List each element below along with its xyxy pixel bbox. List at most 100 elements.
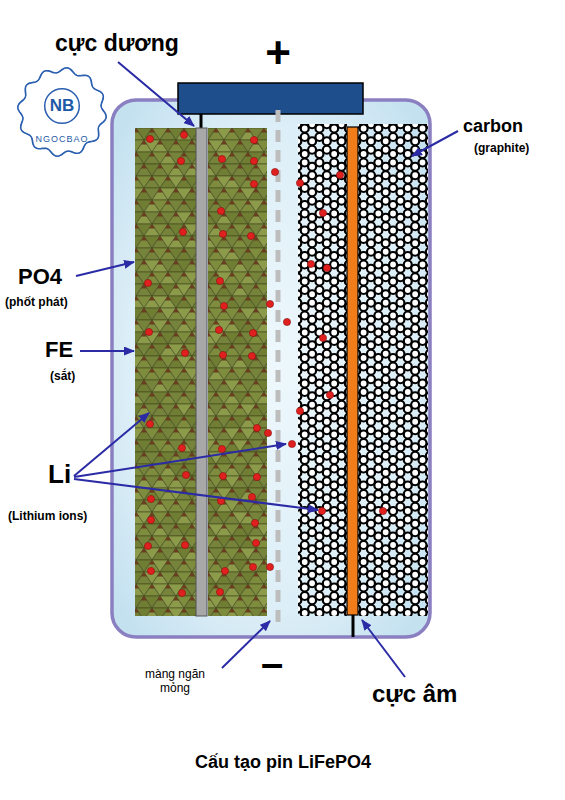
- carbon-atom: [279, 137, 287, 145]
- iron-site: [189, 572, 195, 577]
- carbon-atom: [293, 112, 301, 120]
- phosphate-tetrahedron: [256, 488, 272, 500]
- iron-site: [213, 200, 219, 205]
- carbon-atom: [441, 265, 449, 273]
- iron-site: [149, 248, 155, 253]
- iron-site: [221, 428, 227, 433]
- iron-site: [237, 236, 243, 241]
- iron-site: [213, 176, 219, 181]
- carbon-atom: [426, 469, 434, 477]
- iron-site: [229, 128, 235, 133]
- carbon-atom: [433, 303, 441, 311]
- iron-site: [261, 200, 267, 205]
- carbon-atom: [433, 507, 441, 515]
- iron-site: [149, 536, 155, 541]
- iron-site: [181, 584, 187, 589]
- iron-site: [213, 584, 219, 589]
- iron-site: [253, 404, 259, 409]
- iron-site: [261, 440, 267, 445]
- iron-site: [245, 584, 251, 589]
- carbon-atom: [419, 108, 427, 116]
- carbon-atom: [426, 477, 434, 485]
- iron-site: [149, 200, 155, 205]
- carbon-atom: [433, 252, 441, 260]
- iron-site: [165, 416, 171, 421]
- carbon-atom: [279, 163, 287, 171]
- iron-site: [237, 260, 243, 265]
- iron-site: [253, 548, 259, 553]
- iron-site: [173, 572, 179, 577]
- iron-site: [261, 608, 267, 613]
- carbon-atom: [279, 520, 287, 528]
- carbon-atom: [286, 108, 294, 116]
- iron-site: [261, 536, 267, 541]
- phosphate-tetrahedron: [256, 152, 272, 164]
- iron-site: [173, 596, 179, 601]
- iron-site: [157, 356, 163, 361]
- iron-site: [165, 536, 171, 541]
- carbon-atom: [426, 367, 434, 375]
- iron-site: [141, 572, 147, 577]
- iron-site: [245, 248, 251, 253]
- carbon-atom: [404, 108, 412, 116]
- iron-site: [245, 176, 251, 181]
- carbon-atom: [433, 456, 441, 464]
- carbon-atom: [433, 490, 441, 498]
- carbon-atom: [279, 248, 287, 256]
- iron-site: [245, 320, 251, 325]
- iron-site: [133, 392, 139, 397]
- iron-site: [237, 572, 243, 577]
- carbon-atom: [389, 108, 397, 116]
- iron-site: [181, 560, 187, 565]
- iron-site: [189, 332, 195, 337]
- iron-site: [141, 188, 147, 193]
- phosphate-tetrahedron: [256, 608, 272, 620]
- carbon-atom: [279, 188, 287, 196]
- iron-site: [229, 296, 235, 301]
- carbon-atom: [286, 235, 294, 243]
- phosphate-tetrahedron: [256, 188, 272, 200]
- carbon-atom: [441, 214, 449, 222]
- carbon-atom: [426, 520, 434, 528]
- phosphate-tetrahedron: [256, 584, 272, 596]
- carbon-atom: [286, 278, 294, 286]
- iron-site: [213, 536, 219, 541]
- iron-site: [173, 500, 179, 505]
- carbon-atom: [433, 567, 441, 575]
- iron-site: [157, 236, 163, 241]
- iron-site: [157, 212, 163, 217]
- iron-site: [141, 236, 147, 241]
- iron-site: [149, 584, 155, 589]
- carbon-atom: [433, 227, 441, 235]
- iron-site: [245, 440, 251, 445]
- iron-site: [237, 404, 243, 409]
- carbon-atom: [448, 465, 456, 473]
- phosphate-tetrahedron: [256, 200, 272, 212]
- carbon-atom: [426, 316, 434, 324]
- carbon-atom: [426, 443, 434, 451]
- iron-site: [173, 524, 179, 529]
- carbon-atom: [441, 520, 449, 528]
- iron-site: [221, 140, 227, 145]
- carbon-atom: [433, 176, 441, 184]
- carbon-atom: [426, 324, 434, 332]
- iron-site: [181, 464, 187, 469]
- phosphate-tetrahedron: [256, 524, 272, 536]
- carbon-atom: [448, 210, 456, 218]
- iron-site: [213, 296, 219, 301]
- iron-site: [141, 212, 147, 217]
- iron-site: [261, 584, 267, 589]
- iron-site: [229, 224, 235, 229]
- carbon-atom: [441, 571, 449, 579]
- iron-site: [261, 152, 267, 157]
- phosphate-tetrahedron: [256, 308, 272, 320]
- carbon-atom: [411, 112, 419, 120]
- iron-site: [269, 404, 275, 409]
- iron-site: [165, 248, 171, 253]
- phosphate-tetrahedron: [256, 452, 272, 464]
- carbon-atom: [441, 401, 449, 409]
- carbon-atom: [433, 558, 441, 566]
- iron-site: [229, 608, 235, 613]
- carbon-atom: [433, 125, 441, 133]
- iron-site: [221, 548, 227, 553]
